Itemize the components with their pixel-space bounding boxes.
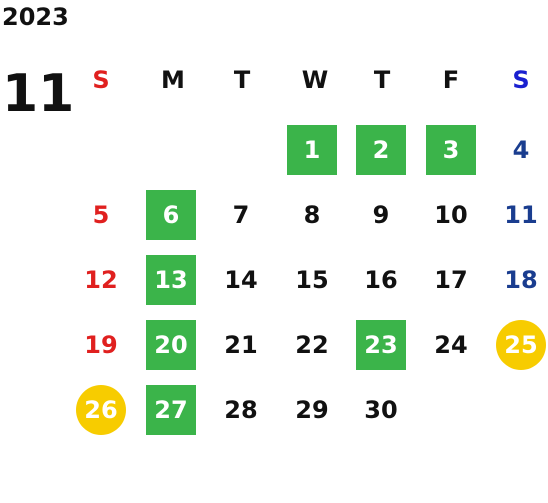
day-cell-saturday: 25 [496, 320, 546, 370]
day-cell-monday: 13 [146, 255, 196, 305]
day-cell-saturday: 11 [504, 201, 538, 229]
day-cell-thursday: 16 [364, 266, 398, 294]
day-cell-monday: 27 [146, 385, 196, 435]
day-cell-thursday: 9 [372, 201, 390, 229]
day-cell-friday: 17 [434, 266, 468, 294]
month-label: 11 [2, 64, 75, 124]
day-cell-wednesday: 15 [295, 266, 329, 294]
day-cell-sunday: 5 [92, 201, 110, 229]
day-cell-friday: 3 [426, 125, 476, 175]
year-label: 2023 [2, 3, 69, 31]
day-cell-sunday: 26 [76, 385, 126, 435]
day-cell-tuesday: 28 [224, 396, 258, 424]
day-cell-wednesday: 22 [295, 331, 329, 359]
day-cell-saturday: 18 [504, 266, 538, 294]
day-cell-thursday: 2 [356, 125, 406, 175]
weekday-sunday: S [92, 66, 110, 94]
day-cell-wednesday: 8 [303, 201, 321, 229]
day-cell-friday: 24 [434, 331, 468, 359]
weekday-tuesday: T [233, 66, 251, 94]
day-cell-thursday: 30 [364, 396, 398, 424]
day-cell-tuesday: 7 [232, 201, 250, 229]
day-cell-tuesday: 21 [224, 331, 258, 359]
day-cell-monday: 20 [146, 320, 196, 370]
day-cell-wednesday: 29 [295, 396, 329, 424]
weekday-monday: M [161, 66, 185, 94]
day-cell-sunday: 19 [84, 331, 118, 359]
weekday-thursday: T [373, 66, 391, 94]
day-cell-wednesday: 1 [287, 125, 337, 175]
weekday-friday: F [442, 66, 460, 94]
weekday-wednesday: W [301, 66, 329, 94]
day-cell-monday: 6 [146, 190, 196, 240]
day-cell-sunday: 12 [84, 266, 118, 294]
day-cell-friday: 10 [434, 201, 468, 229]
day-cell-thursday: 23 [356, 320, 406, 370]
day-cell-tuesday: 14 [224, 266, 258, 294]
day-cell-saturday: 4 [512, 136, 530, 164]
weekday-saturday: S [512, 66, 530, 94]
